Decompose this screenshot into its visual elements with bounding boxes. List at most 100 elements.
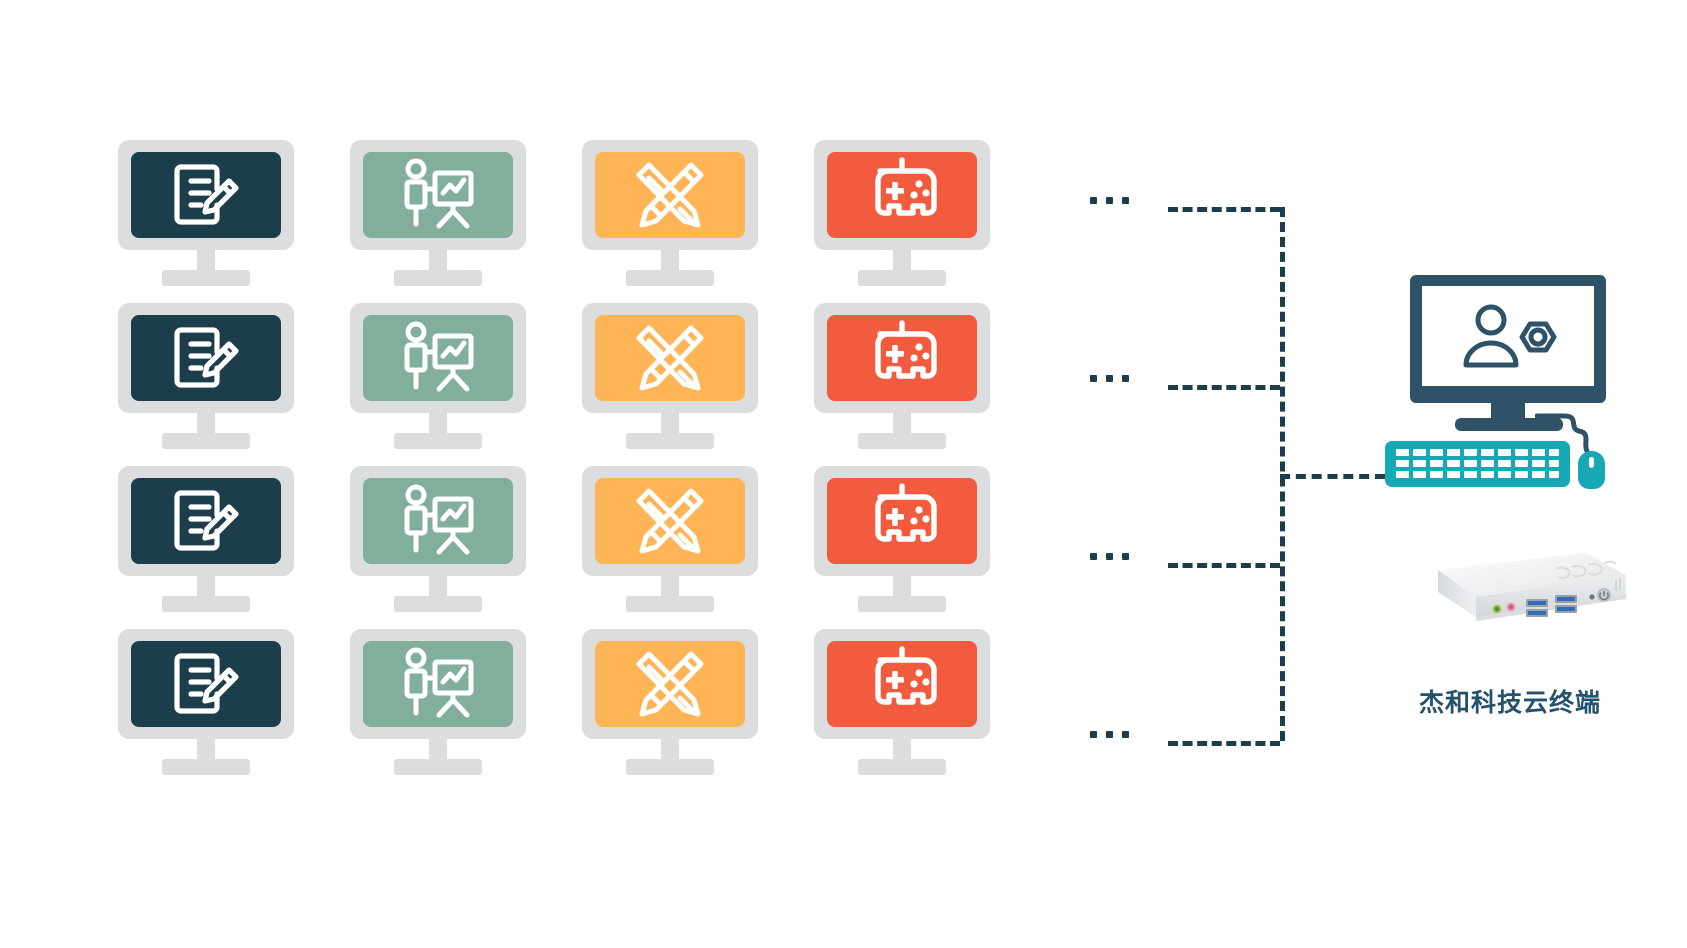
monitor-screen [131,478,281,564]
monitor-base [162,596,250,612]
monitor-screen [363,478,513,564]
monitor-screen [131,641,281,727]
client-monitor-design-drafting-client-row1[interactable] [582,140,758,286]
document-edit-icon [174,327,239,388]
pencil-ruler-icon [636,651,704,717]
monitor-neck [893,413,911,437]
ellipsis-dot [1090,375,1097,382]
client-monitor-presentation-training-client-row4[interactable] [350,629,526,775]
mouse[interactable] [1578,451,1605,489]
client-monitor-gaming-client-row4[interactable] [814,629,990,775]
monitor-screen [595,478,745,564]
client-monitor-document-editing-client-row3[interactable] [118,466,294,612]
monitor-base [394,596,482,612]
monitor-bezel [350,303,526,413]
monitor-screen [595,152,745,238]
connector-branch-4 [1168,741,1280,746]
client-monitor-presentation-training-client-row1[interactable] [350,140,526,286]
monitor-neck [661,413,679,437]
monitor-bezel [118,629,294,739]
mouse-cable [1535,413,1590,454]
presenter-flipchart-icon [404,158,474,229]
monitor-base [858,270,946,286]
connector-branch-1 [1168,207,1280,212]
gamepad-icon [875,157,937,216]
monitor-base [858,596,946,612]
client-monitor-document-editing-client-row1[interactable] [118,140,294,286]
client-monitor-document-editing-client-row4[interactable] [118,629,294,775]
keyboard-keys [1396,449,1559,478]
device-caption: 杰和科技云终端 [1418,688,1601,717]
client-monitor-gaming-client-row2[interactable] [814,303,990,449]
connector-to-server [1280,474,1385,479]
terminal-monitor-frame [1410,275,1606,403]
terminal-monitor-base [1455,418,1563,431]
monitor-base [162,759,250,775]
gamepad-icon [875,483,937,542]
monitor-bezel [350,140,526,250]
monitor-screen [363,641,513,727]
monitor-bezel [814,629,990,739]
monitor-screen [131,315,281,401]
monitor-screen [363,315,513,401]
ellipsis-dot [1106,731,1113,738]
document-edit-icon [174,490,239,551]
monitor-neck [429,739,447,763]
client-monitor-presentation-training-client-row2[interactable] [350,303,526,449]
client-monitor-grid [118,140,1058,820]
mini-pc-illustration [1438,553,1626,621]
monitor-neck [429,413,447,437]
monitor-base [394,270,482,286]
presenter-flipchart-icon [404,321,474,392]
monitor-base [162,270,250,286]
monitor-screen [827,152,977,238]
monitor-neck [197,576,215,600]
ellipsis-dot [1090,197,1097,204]
client-monitor-gaming-client-row1[interactable] [814,140,990,286]
monitor-screen [595,315,745,401]
keyboard[interactable] [1385,441,1570,487]
port-row [1492,588,1611,617]
ellipsis-dot [1106,553,1113,560]
ellipsis-dot [1090,553,1097,560]
terminal-monitor-neck [1491,403,1525,419]
monitor-base [626,759,714,775]
monitor-bezel [582,140,758,250]
monitor-bezel [814,140,990,250]
user-settings-icon [1463,304,1557,368]
gamepad-icon [875,320,937,379]
monitor-neck [197,413,215,437]
client-monitor-design-drafting-client-row3[interactable] [582,466,758,612]
monitor-bezel [118,303,294,413]
monitor-screen [363,152,513,238]
monitor-bezel [118,466,294,576]
client-monitor-gaming-client-row3[interactable] [814,466,990,612]
monitor-base [626,270,714,286]
pencil-ruler-icon [636,162,704,228]
client-monitor-presentation-training-client-row3[interactable] [350,466,526,612]
document-edit-icon [174,653,239,714]
cloud-terminal-workstation[interactable] [1385,275,1615,495]
terminal-screen [1422,286,1594,386]
client-monitor-design-drafting-client-row2[interactable] [582,303,758,449]
monitor-neck [429,250,447,274]
monitor-neck [893,576,911,600]
client-monitor-document-editing-client-row2[interactable] [118,303,294,449]
monitor-base [626,433,714,449]
monitor-base [394,433,482,449]
ellipsis-dot [1122,553,1129,560]
monitor-bezel [350,629,526,739]
mini-pc-cloud-terminal[interactable] [1380,545,1630,655]
presenter-flipchart-icon [404,647,474,718]
ellipsis-dot [1122,375,1129,382]
monitor-neck [893,739,911,763]
document-edit-icon [174,164,239,225]
client-monitor-design-drafting-client-row4[interactable] [582,629,758,775]
monitor-bezel [582,466,758,576]
monitor-neck [661,576,679,600]
pencil-ruler-icon [636,488,704,554]
monitor-base [858,759,946,775]
ellipsis-dot [1122,731,1129,738]
monitor-bezel [582,629,758,739]
